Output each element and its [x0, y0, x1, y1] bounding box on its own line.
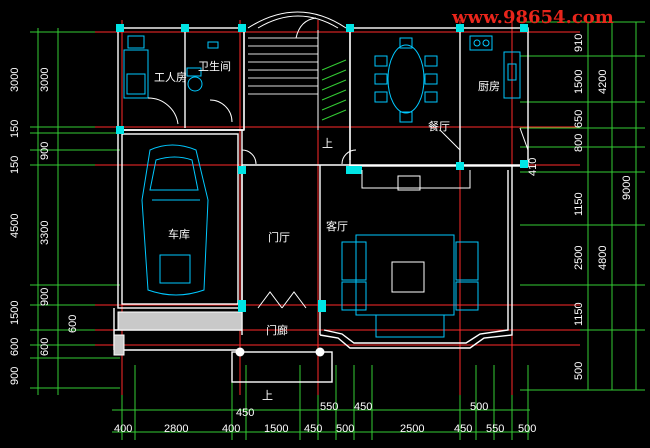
dim-left-outer-2: 150 — [9, 156, 21, 174]
step-up-label: 上 — [262, 389, 273, 402]
dim-bottom-r1-1: 550 — [320, 401, 338, 413]
dim-bottom-r2-3: 1500 — [264, 423, 288, 435]
garage-door-strip — [117, 311, 243, 331]
dim-bottom-r2-2: 400 — [222, 423, 240, 435]
dim-bottom-r2-5: 500 — [336, 423, 354, 435]
dim-bottom-r2-8: 550 — [486, 423, 504, 435]
dims-right: 910 1500 650 800 410 1150 2500 1150 500 … — [527, 34, 633, 380]
dim-left-inner-3: 900 — [39, 288, 51, 306]
room-label-living: 客厅 — [326, 219, 348, 233]
dim-right-inner-1: 1500 — [573, 70, 585, 94]
dim-left-inner-4: 600 — [39, 338, 51, 356]
dim-right-inner-8: 500 — [573, 362, 585, 380]
dim-bottom-r2-9: 500 — [518, 423, 536, 435]
dim-bottom-r1-3: 500 — [470, 401, 488, 413]
living-furniture — [341, 170, 479, 338]
servant-room-furniture — [123, 35, 179, 125]
room-label-garage: 车库 — [168, 227, 190, 241]
dims-left: 3000 150 150 4500 1500 600 900 3000 900 … — [9, 68, 79, 385]
watermark-text: www.98654.com — [451, 7, 614, 28]
dim-right-outer-1: 9000 — [621, 176, 633, 200]
kitchen-fixtures — [439, 35, 529, 151]
dim-bottom-r2-7: 450 — [454, 423, 472, 435]
dim-right-inner-0: 910 — [573, 34, 585, 52]
dim-left-inner-2: 3300 — [39, 221, 51, 245]
dim-right-outer-2: 4800 — [597, 246, 609, 270]
dim-left-outer-5: 600 — [9, 338, 21, 356]
dim-right-inner-7: 1150 — [573, 302, 585, 326]
dims-bottom: 450 550 450 500 400 2800 400 1500 450 50… — [114, 401, 536, 435]
porch-post-right — [315, 347, 325, 357]
stair — [247, 11, 347, 130]
dining-table — [374, 37, 438, 123]
porch-post-left — [235, 347, 245, 357]
dim-right-outer-0: 4200 — [597, 70, 609, 94]
dim-left-outer-6: 900 — [9, 367, 21, 385]
room-label-bathroom: 卫生间 — [198, 59, 231, 73]
columns — [116, 24, 528, 312]
dim-left-outer-3: 4500 — [9, 214, 21, 238]
dim-left-outer-0: 3000 — [9, 68, 21, 92]
dim-right-inner-6: 2500 — [573, 246, 585, 270]
wall-segment — [113, 334, 125, 356]
dim-bottom-r2-1: 2800 — [164, 423, 188, 435]
room-labels: 工人房 卫生间 厨房 餐厅 车库 门厅 客厅 门廊 上 上 — [154, 59, 500, 402]
room-label-porch: 门廊 — [266, 323, 288, 337]
dim-left-outer-4: 1500 — [9, 301, 21, 325]
dim-right-inner-4: 410 — [527, 158, 539, 176]
dim-bottom-r2-4: 450 — [304, 423, 322, 435]
dim-left-inner-1: 900 — [39, 142, 51, 160]
car-outline — [141, 144, 209, 296]
room-label-dining: 餐厅 — [428, 119, 450, 133]
dimension-lines — [30, 21, 645, 440]
dim-bottom-r2-6: 2500 — [400, 423, 424, 435]
dim-right-inner-5: 1150 — [573, 192, 585, 216]
dim-bottom-r2-0: 400 — [114, 423, 132, 435]
room-label-foyer: 门厅 — [268, 230, 290, 244]
dim-bottom-r1-2: 450 — [354, 401, 372, 413]
room-label-servant: 工人房 — [154, 71, 187, 84]
bathroom-fixtures — [186, 41, 233, 123]
stair-up-label: 上 — [322, 137, 333, 150]
dim-left-outer-1: 150 — [9, 120, 21, 138]
dim-bottom-r1-0: 450 — [236, 407, 254, 419]
dim-right-inner-2: 650 — [573, 110, 585, 128]
room-label-kitchen: 厨房 — [478, 80, 500, 93]
dim-right-inner-3: 800 — [573, 134, 585, 152]
dim-left-inner-0: 3000 — [39, 68, 51, 92]
foyer-doors — [241, 149, 357, 309]
dim-left-inner-5: 600 — [67, 315, 79, 333]
